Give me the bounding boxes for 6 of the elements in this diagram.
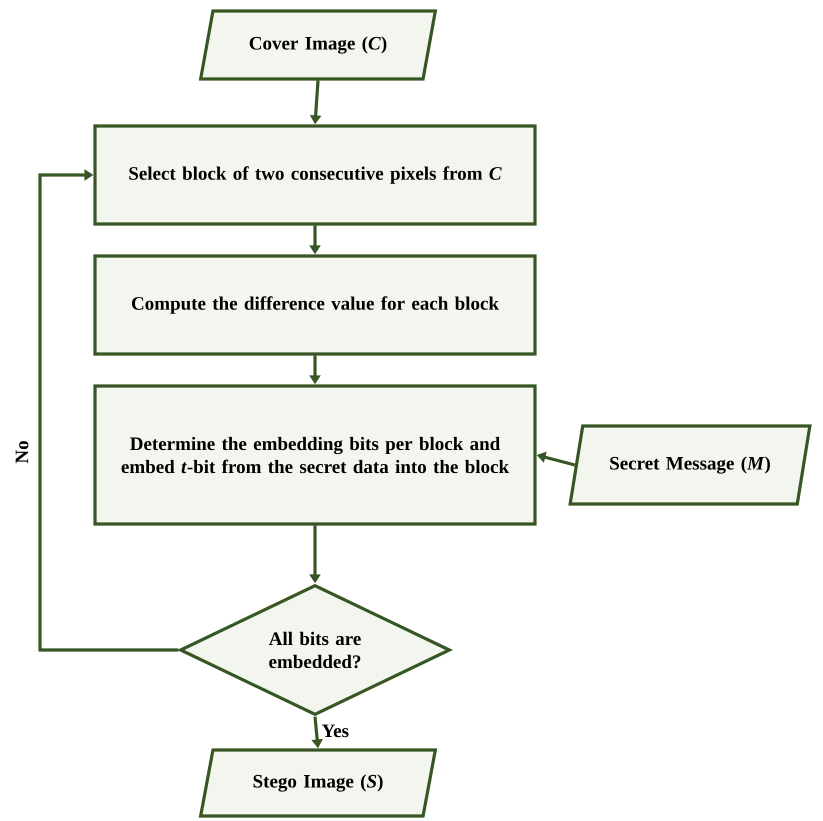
process-box: Select block of two consecutive pixels from C [93,124,537,226]
edge-label: No [14,439,30,465]
arrow [38,169,178,652]
process-box: Compute the difference value for each block [93,254,537,356]
process-box: Determine the embedding bits per block and embed t-bit from the secret data into the block [93,384,537,526]
edge-label: Yes [320,724,350,738]
